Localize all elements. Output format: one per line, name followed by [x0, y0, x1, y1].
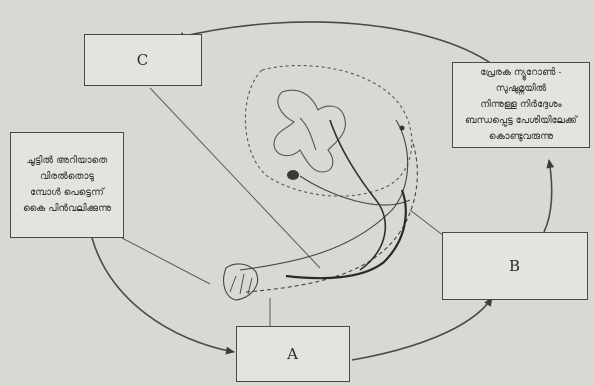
box-b: B [442, 232, 588, 300]
box-c: C [84, 34, 202, 86]
note-left-text: ചൂട്ടിൽ അറിയാതെ വിരൽതൊടു മ്പോൾ പെട്ടെന്ന… [23, 153, 111, 217]
arrow-note-to-a [92, 238, 234, 352]
spinal-cord-sketch [245, 66, 411, 197]
pointer-line-b [410, 210, 444, 236]
note-right-box: പ്രേരക ന്യൂറോൺ - സുഷുമ്നയിൽ നിന്നുള്ള നി… [452, 62, 590, 148]
box-a-label: A [287, 345, 299, 363]
box-a: A [236, 326, 350, 382]
dorsal-root-ganglion [287, 170, 299, 180]
box-b-label: B [509, 257, 521, 275]
arrow-a-to-b [352, 298, 492, 360]
pointer-line-left-note [122, 238, 210, 284]
synapse-dot [400, 126, 405, 131]
note-right-text: പ്രേരക ന്യൂറോൺ - സുഷുമ്നയിൽ നിന്നുള്ള നി… [457, 65, 585, 145]
box-c-label: C [137, 51, 149, 69]
nerve-pathways [224, 120, 418, 300]
note-left-box: ചൂട്ടിൽ അറിയാതെ വിരൽതൊടു മ്പോൾ പെട്ടെന്ന… [10, 132, 124, 238]
arrow-top-to-c [176, 22, 492, 64]
arrow-b-to-right-note [544, 160, 552, 232]
